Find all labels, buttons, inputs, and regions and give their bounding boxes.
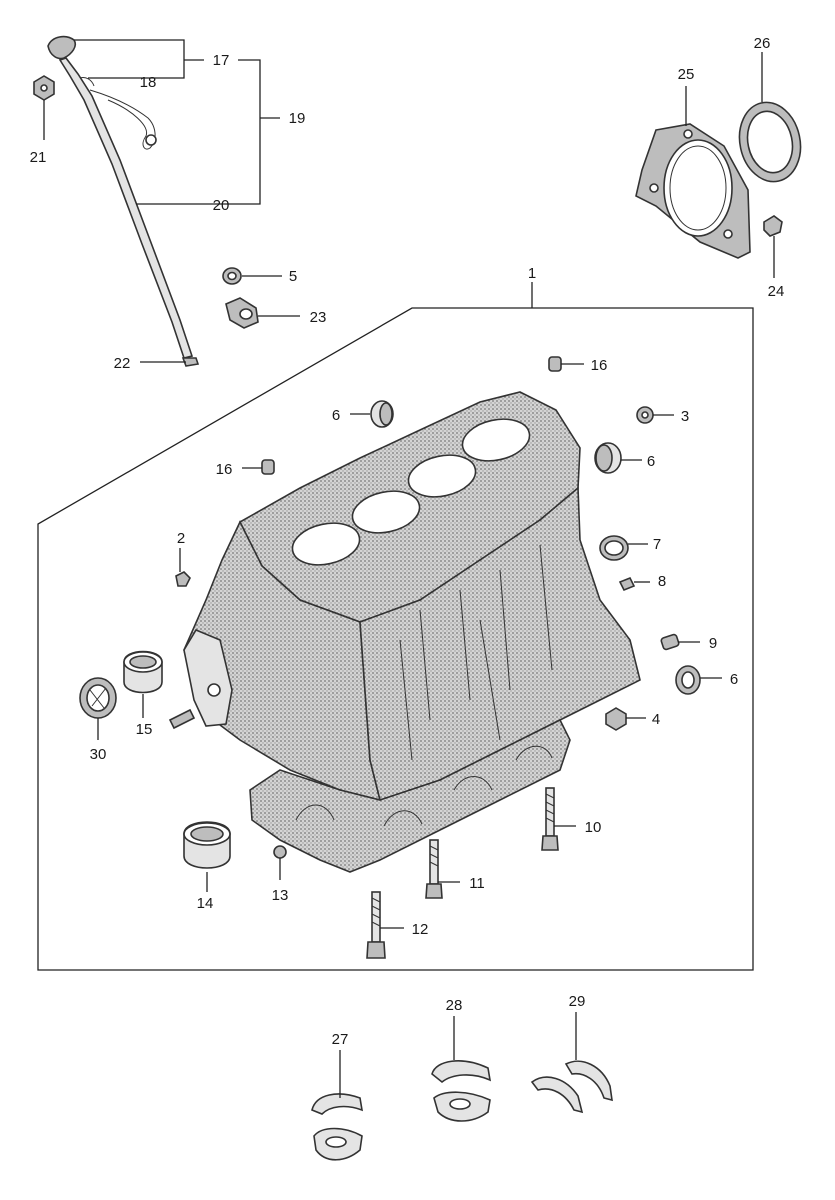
part-14 [183,821,231,869]
callout-26: 26 [754,35,771,52]
callout-16-lower: 16 [216,461,233,478]
rear-oil-seal [738,101,802,183]
boss-hole [207,683,221,697]
callout-17: 17 [213,52,230,69]
callout-22: 22 [114,355,131,372]
part-5 [222,267,242,285]
part-23 [225,297,259,329]
callout-13: 13 [272,887,289,904]
dipstick-tube [58,57,194,359]
callout-9: 9 [709,635,717,652]
callout-8: 8 [658,573,666,590]
callout-16-upper: 16 [591,357,608,374]
assembly-boundary [37,307,754,971]
callout-4: 4 [652,711,660,728]
callout-12: 12 [412,921,429,938]
callout-6-lower: 6 [730,671,738,688]
part-29 [530,1060,613,1114]
main-bearing-saddles [295,745,553,827]
bore-1 [291,522,361,566]
part-9 [660,633,680,651]
part-2 [175,571,191,587]
bracket-bolt-hole [145,134,157,146]
callout-labels: 1 17 18 19 20 21 22 5 23 25 26 24 16 6 3… [30,35,785,1048]
part-28 [431,1060,492,1122]
callout-3: 3 [681,408,689,425]
part-16-upper [548,356,562,372]
dipstick-handle [47,35,77,60]
callout-19: 19 [289,110,306,127]
callout-10: 10 [585,819,602,836]
dipstick-bracket [89,89,156,150]
callout-29: 29 [569,993,586,1010]
part-24-bolt [763,215,783,237]
callout-23: 23 [310,309,327,326]
leader-lines [43,39,775,1098]
part-3 [636,406,654,424]
bolt-11 [425,839,443,899]
part-6-top [370,400,394,428]
callout-2: 2 [177,530,185,547]
callout-18: 18 [140,74,157,91]
part-15 [123,650,163,694]
block-lower-flange [249,718,571,873]
part-21-bolt-center [40,84,48,92]
part-7 [599,535,629,561]
bolt-12 [366,891,386,959]
callout-28: 28 [446,997,463,1014]
callout-21: 21 [30,149,47,166]
part-6-right [594,442,622,474]
rear-seal-retainer [635,123,751,259]
bore-4 [461,418,531,462]
block-ribs [399,544,553,761]
block-front-boss [183,628,233,727]
bore-2 [351,490,421,534]
part-6-lower-right [675,665,701,695]
callout-30: 30 [90,746,107,763]
part-16-lower [261,459,275,475]
callout-5: 5 [289,268,297,285]
block-front [183,520,382,802]
callout-6-top: 6 [332,407,340,424]
part-13 [273,845,287,859]
callout-15: 15 [136,721,153,738]
callout-20: 20 [213,197,230,214]
bolt-10 [541,787,559,851]
callout-1: 1 [528,265,536,282]
bore-3 [407,454,477,498]
dipstick-assembly [33,35,200,367]
part-8 [618,576,636,592]
part-22-tip [181,357,200,367]
dipstick-oring [79,77,95,87]
part-27 [311,1093,364,1161]
callout-11: 11 [469,875,485,892]
callout-25: 25 [678,66,695,83]
callout-24: 24 [768,283,785,300]
dowel-pin [168,708,196,730]
callout-6-right: 6 [647,453,655,470]
part-30 [79,677,117,719]
cylinder-block [183,391,641,873]
part-4 [605,707,627,731]
callout-14: 14 [197,895,214,912]
callout-7: 7 [653,536,661,553]
callout-27: 27 [332,1031,349,1048]
